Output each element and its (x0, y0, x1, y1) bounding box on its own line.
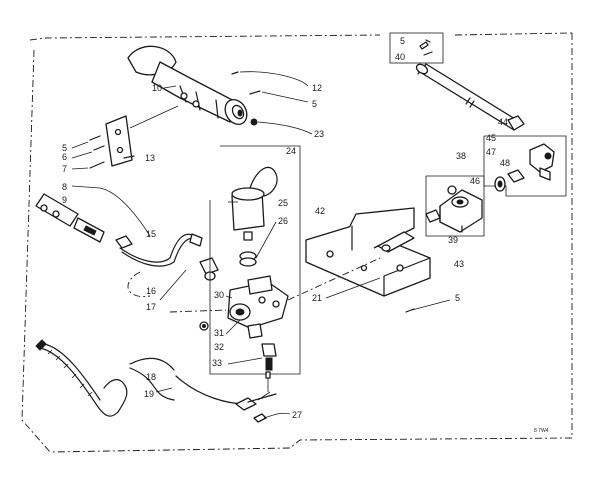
small-bracket (105, 105, 179, 167)
cylinder-assembly (127, 45, 248, 125)
callout-18: 18 (146, 372, 156, 382)
callout-44: 44 (498, 117, 508, 127)
callout-26: 26 (278, 216, 288, 226)
callout-39: 39 (448, 235, 458, 245)
fitting-inset-box (483, 135, 567, 197)
thermocouple-lead (35, 193, 133, 249)
nut-23 (250, 118, 258, 126)
washer-6 (93, 145, 105, 151)
valve-inset-box (425, 175, 485, 237)
alignment-line-left (169, 309, 227, 313)
screw-inset-box (389, 32, 444, 64)
screw-5 (249, 90, 261, 95)
callout-7: 7 (62, 164, 67, 174)
callout-6: 6 (62, 152, 67, 162)
callout-5: 5 (455, 293, 460, 303)
assembly-outline (21, 32, 573, 453)
callout-15: 15 (146, 229, 156, 239)
callout-23: 23 (314, 129, 324, 139)
screw-7 (89, 161, 105, 169)
callout-38: 38 (456, 151, 466, 161)
harness-18 (129, 357, 175, 371)
callout-45: 45 (486, 133, 496, 143)
wire-connector (235, 397, 257, 411)
callout-47: 47 (486, 147, 496, 157)
callout-10: 10 (152, 83, 162, 93)
screw-5b (89, 135, 101, 141)
callout-43: 43 (454, 259, 464, 269)
callout-32: 32 (214, 342, 224, 352)
callout-46: 46 (470, 176, 480, 186)
rod-part (415, 63, 525, 131)
callout-31: 31 (214, 328, 224, 338)
callout-12: 12 (312, 83, 322, 93)
callout-42: 42 (315, 206, 325, 216)
callout-13: 13 (145, 153, 155, 163)
callout-33: 33 (212, 358, 222, 368)
callout-8: 8 (62, 182, 67, 192)
callout-21: 21 (312, 293, 322, 303)
callout-17: 17 (146, 302, 156, 312)
callout-27: 27 (292, 410, 302, 420)
nut-13 (123, 155, 135, 159)
callout-24: 24 (286, 146, 296, 156)
callout-25: 25 (278, 198, 288, 208)
orifice-fitting (199, 257, 219, 275)
leader-16-17 (127, 271, 151, 298)
callout-16: 16 (146, 286, 156, 296)
figure-code: 8 7W4 (534, 428, 549, 434)
pilot-tube (119, 233, 195, 263)
mounting-bracket (305, 207, 431, 297)
gas-valve-inset-box (209, 145, 301, 379)
callout-48: 48 (500, 158, 510, 168)
harness-19 (175, 375, 247, 405)
burner-coil (35, 339, 128, 417)
callout-30: 30 (214, 290, 224, 300)
callout-5: 5 (62, 143, 67, 153)
callout-5: 5 (312, 99, 317, 109)
alignment-line (287, 257, 381, 301)
callout-5: 5 (400, 36, 405, 46)
screw-12 (231, 71, 239, 75)
callout-9: 9 (62, 195, 67, 205)
callout-40: 40 (395, 52, 405, 62)
callout-19: 19 (144, 389, 154, 399)
